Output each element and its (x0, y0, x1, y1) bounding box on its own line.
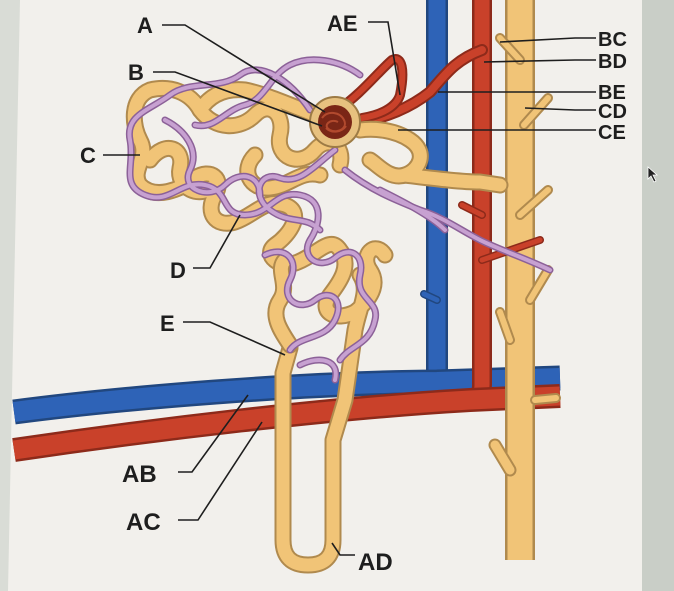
labels: A B C D E AE BC BD BE CD CE AB AC AD (80, 11, 627, 576)
label-bc: BC (598, 29, 627, 51)
mouse-cursor-icon (647, 166, 659, 183)
label-ad: AD (358, 549, 393, 576)
label-ab: AB (122, 461, 157, 488)
horizontal-vein-fill (12, 368, 561, 422)
label-cd: CD (598, 101, 627, 123)
label-bd: BD (598, 51, 627, 73)
vertical-vein-fill (426, 0, 446, 391)
label-c: C (80, 143, 96, 168)
paper-shadow (0, 0, 20, 591)
capillary-network (125, 56, 554, 384)
label-d: D (170, 258, 186, 283)
label-b: B (128, 60, 144, 85)
label-be: BE (598, 82, 626, 104)
label-ce: CE (598, 122, 626, 144)
duct-branches (488, 33, 561, 477)
leader-lines (103, 21, 596, 556)
horizontal-artery-fill (12, 386, 561, 460)
label-a: A (137, 13, 153, 38)
label-ae: AE (327, 11, 358, 36)
bowmans-capsule (309, 96, 361, 148)
label-ac: AC (126, 509, 161, 536)
label-e: E (160, 311, 175, 336)
efferent-arteriole-fill (337, 56, 406, 121)
